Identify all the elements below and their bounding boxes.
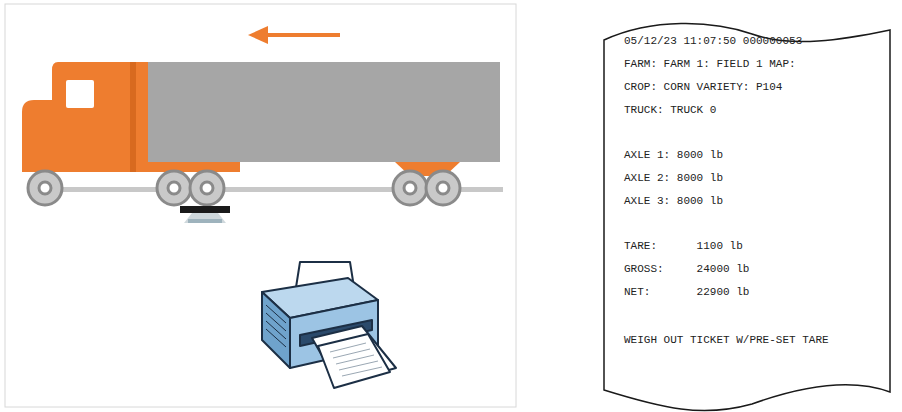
ticket-line: WEIGH OUT TICKET W/PRE-SET TARE (624, 334, 829, 347)
printer-vent (266, 321, 286, 339)
printer-side (262, 292, 290, 368)
printer-vent (266, 329, 286, 347)
wheel (426, 171, 460, 205)
ticket-line: 05/12/23 11:07:50 000000053 (624, 35, 802, 48)
wheel (28, 171, 62, 205)
cab-exhaust (130, 62, 136, 172)
ticket-line: AXLE 1: 8000 lb (624, 149, 723, 162)
scale-base (184, 213, 226, 223)
arrow-shaft (262, 33, 340, 37)
axle-scale (180, 206, 230, 223)
sheet-lines (330, 343, 382, 376)
scale-foot (188, 219, 222, 223)
printed-sheet (318, 334, 390, 388)
ticket-line: TARE: 1100 lb (624, 240, 743, 253)
printer (262, 262, 396, 388)
wheels (28, 171, 460, 205)
ticket-line: FARM: FARM 1: FIELD 1 MAP: (624, 58, 796, 71)
printer-vent (266, 313, 286, 331)
ticket-line: AXLE 2: 8000 lb (624, 172, 723, 185)
trailer-body (148, 62, 500, 162)
arrow-head (248, 26, 268, 44)
ticket-line: AXLE 3: 8000 lb (624, 195, 723, 208)
wheel (190, 171, 224, 205)
direction-arrow (248, 26, 340, 44)
ticket-edge (604, 23, 890, 410)
ticket-line: GROSS: 24000 lb (624, 263, 749, 276)
ticket-line: NET: 22900 lb (624, 286, 749, 299)
panel-frame (5, 4, 516, 407)
ticket-line: TRUCK: TRUCK 0 (624, 104, 716, 117)
cab-window (66, 80, 94, 108)
wheel (157, 171, 191, 205)
printer-vent (266, 305, 286, 323)
wheel (393, 171, 427, 205)
weigh-ticket: 05/12/23 11:07:50 000000053FARM: FARM 1:… (602, 22, 892, 412)
truck-cab (22, 62, 148, 172)
ticket-line: CROP: CORN VARIETY: P104 (624, 81, 782, 94)
ticket-outline (602, 22, 892, 412)
scale-pad (180, 206, 230, 213)
